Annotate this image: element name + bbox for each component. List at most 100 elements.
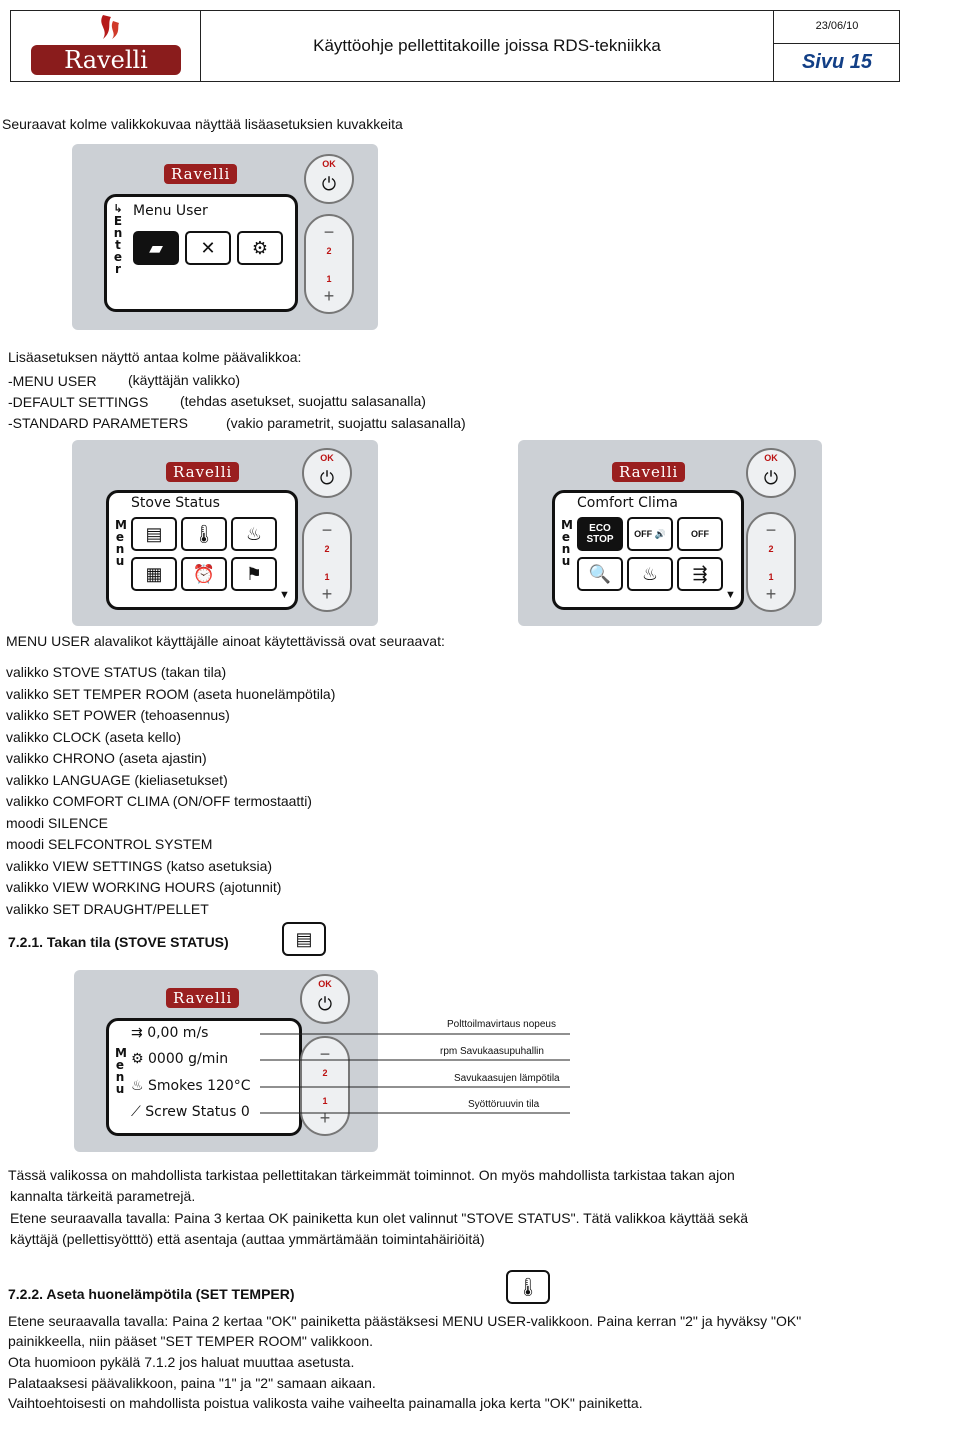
panel-stove-status-detail: Ravelli Menu ⇉ 0,00 m/s ⚙ 0000 g/min ♨ S… xyxy=(74,970,378,1152)
paragraph: Palataaksesi päävalikkoon, paina "1" ja … xyxy=(8,1375,376,1391)
callout-lines xyxy=(260,1033,570,1114)
list-item: valikko STOVE STATUS (takan tila) xyxy=(6,664,227,680)
scroll-down-icon[interactable]: ▼ xyxy=(279,589,290,601)
minus-icon[interactable]: − xyxy=(321,520,333,540)
callout-airflow: Polttoilmavirtaus nopeus xyxy=(447,1019,556,1030)
screen-tab-label: Menu xyxy=(115,1046,127,1096)
paragraph: Ota huomioon pykälä 7.1.2 jos haluat muu… xyxy=(8,1354,355,1370)
list-item: valikko LANGUAGE (kieliasetukset) xyxy=(6,771,228,788)
ok-button[interactable]: OK ⏻ xyxy=(746,448,796,498)
list-item: valikko SET TEMPER ROOM (aseta huonelämp… xyxy=(6,685,336,702)
smoke-value: Smokes 120°C xyxy=(148,1078,251,1094)
minus-icon[interactable]: − xyxy=(765,520,777,540)
paragraph: Etene seuraavalla tavalla: Paina 3 kerta… xyxy=(10,1210,749,1226)
language-icon[interactable]: ⚑ xyxy=(231,557,277,591)
submenu-list: valikko STOVE STATUS (takan tila) valikk… xyxy=(6,662,335,920)
screen-title: Comfort Clima xyxy=(577,495,678,511)
ok-button[interactable]: OK ⏻ xyxy=(302,448,352,498)
button-2-label: 2 xyxy=(322,1068,328,1078)
screen-tab-label: Menu xyxy=(561,518,573,568)
lcd-screen: Menu Stove Status ▤ 🌡 ♨ ▦ ⏰ ⚑ ▼ xyxy=(106,490,298,610)
view-settings-icon[interactable]: 🔍 xyxy=(577,557,623,591)
flame-icon[interactable]: ♨ xyxy=(231,517,277,551)
eco-label: ECO xyxy=(589,523,611,534)
panel-menu-user: Ravelli ↳ Enter Menu User ▰ ✕ ⚙ OK ⏻ − 2… xyxy=(72,144,378,330)
pellet-icon[interactable]: ▰ xyxy=(133,231,179,265)
ok-button[interactable]: OK ⏻ xyxy=(304,154,354,204)
thermometer-icon[interactable]: 🌡 xyxy=(181,517,227,551)
plus-icon[interactable]: + xyxy=(323,286,335,306)
document-date: 23/06/10 xyxy=(774,11,900,44)
button-1-label: 1 xyxy=(326,274,332,284)
screw-row: ⟋ Screw Status 0 xyxy=(131,1104,250,1120)
list-item: moodi SELFCONTROL SYSTEM xyxy=(6,836,213,852)
stove-status-icon[interactable]: ▤ xyxy=(131,517,177,551)
callout-screw: Syöttöruuvin tila xyxy=(468,1099,540,1110)
up-down-buttons[interactable]: − 2 1 + xyxy=(300,1036,350,1136)
minus-icon[interactable]: − xyxy=(323,222,335,242)
airflow-icon: ⇉ xyxy=(131,1025,148,1041)
screen-title: Stove Status xyxy=(131,495,220,511)
callout-fan: rpm Savukaasupuhallin xyxy=(440,1046,544,1057)
up-down-buttons[interactable]: − 2 1 + xyxy=(304,214,354,314)
list-item: valikko SET DRAUGHT/PELLET xyxy=(6,900,209,917)
chrono-icon[interactable]: ▦ xyxy=(131,557,177,591)
screw-icon: ⟋ xyxy=(131,1104,146,1120)
list-item: valikko CLOCK (aseta kello) xyxy=(6,728,182,745)
minus-icon[interactable]: − xyxy=(319,1044,331,1064)
paragraph: Vaihtoehtoisesti on mahdollista poistua … xyxy=(8,1395,643,1411)
up-down-buttons[interactable]: − 2 1 + xyxy=(746,512,796,612)
button-2-label: 2 xyxy=(324,544,330,554)
page-number: Sivu 15 xyxy=(801,51,873,73)
menu-item-name: -MENU USER xyxy=(8,373,97,389)
list-item: valikko VIEW WORKING HOURS (ajotunnit) xyxy=(6,879,282,895)
plus-icon[interactable]: + xyxy=(765,584,777,604)
plus-icon[interactable]: + xyxy=(321,584,333,604)
eco-stop-button[interactable]: ECO STOP xyxy=(577,517,623,551)
scroll-down-icon[interactable]: ▼ xyxy=(725,589,736,601)
submenus-intro: MENU USER alavalikot käyttäjälle ainoat … xyxy=(6,633,445,649)
lcd-screen: Menu ⇉ 0,00 m/s ⚙ 0000 g/min ♨ Smokes 12… xyxy=(106,1018,302,1136)
smoke-row: ♨ Smokes 120°C xyxy=(131,1078,251,1094)
callout-smoke: Savukaasujen lämpötila xyxy=(454,1073,560,1084)
tools-icon[interactable]: ✕ xyxy=(185,231,231,265)
panel-brand: Ravelli xyxy=(612,462,686,482)
ok-label: OK xyxy=(322,159,336,169)
ok-label: OK xyxy=(764,453,778,463)
airflow-row: ⇉ 0,00 m/s xyxy=(131,1025,208,1041)
working-hours-icon[interactable]: ♨ xyxy=(627,557,673,591)
list-item: valikko SET POWER (tehoasennus) xyxy=(6,707,230,723)
panel-stove-status: Ravelli Menu Stove Status ▤ 🌡 ♨ ▦ ⏰ ⚑ ▼ … xyxy=(72,440,378,626)
up-down-buttons[interactable]: − 2 1 + xyxy=(302,512,352,612)
airflow-value: 0,00 m/s xyxy=(147,1025,209,1041)
menu-item-name: -DEFAULT SETTINGS xyxy=(8,394,149,410)
screw-value: Screw Status 0 xyxy=(145,1104,250,1120)
fan-off-icon[interactable]: OFF xyxy=(677,517,723,551)
draught-pellet-icon[interactable]: ⇶ xyxy=(677,557,723,591)
menu-item-name: -STANDARD PARAMETERS xyxy=(8,415,188,431)
off-label: OFF xyxy=(691,529,709,539)
silence-icon[interactable]: OFF 🔊 xyxy=(627,517,673,551)
menu-item-desc: (tehdas asetukset, suojattu salasanalla) xyxy=(180,393,426,409)
plus-icon[interactable]: + xyxy=(319,1108,331,1128)
off-label: OFF xyxy=(634,529,653,539)
paragraph: käyttäjä (pellettisyötttö) että asentaja… xyxy=(10,1231,485,1247)
intro-text: Seuraavat kolme valikkokuvaa näyttää lis… xyxy=(2,116,403,132)
panel-brand: Ravelli xyxy=(164,164,238,184)
fan-row: ⚙ 0000 g/min xyxy=(131,1051,228,1067)
menu-item-desc: (vakio parametrit, suojattu salasanalla) xyxy=(226,415,466,431)
lcd-screen: ↳ Enter Menu User ▰ ✕ ⚙ xyxy=(104,194,298,312)
fan-value: 0000 g/min xyxy=(148,1051,229,1067)
thermometer-icon: 🌡 xyxy=(506,1270,550,1304)
ok-button[interactable]: OK ⏻ xyxy=(300,974,350,1024)
gear-icon[interactable]: ⚙ xyxy=(237,231,283,265)
smoke-icon: ♨ xyxy=(131,1078,149,1094)
page-header: Ravelli Käyttöohje pellettitakoille jois… xyxy=(10,10,900,82)
power-icon: ⏻ xyxy=(319,467,335,488)
menu-item-desc: (käyttäjän valikko) xyxy=(128,372,241,388)
document-title: Käyttöohje pellettitakoille joissa RDS-t… xyxy=(313,36,661,55)
screen-title: Menu User xyxy=(133,203,208,219)
button-1-label: 1 xyxy=(322,1096,328,1106)
screen-tab-label: ↳ Enter xyxy=(109,203,127,276)
clock-icon[interactable]: ⏰ xyxy=(181,557,227,591)
